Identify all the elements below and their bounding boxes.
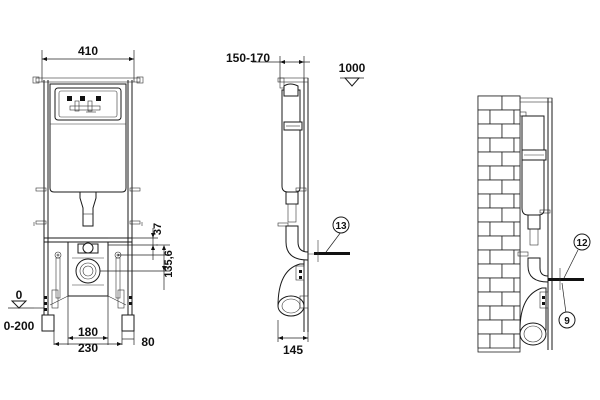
callout-9: 9 [564,316,570,327]
brick [513,221,521,237]
brick [477,179,503,195]
brick [489,333,515,349]
brick [501,291,521,307]
brick-wall [477,95,521,353]
brick [501,235,521,251]
brick [501,179,521,195]
brick [501,319,521,335]
brick [477,123,503,139]
brick [501,151,521,167]
brick [489,277,515,293]
brick [477,193,491,209]
brick [477,305,491,321]
callout-12: 12 [576,238,588,249]
dim-180: 180 [78,325,98,339]
dim-80: 80 [141,335,155,349]
level-0-200: 0-200 [4,319,35,333]
brick [477,333,491,349]
brick [489,249,515,265]
brick [477,235,503,251]
front-view: 410 [4,44,175,355]
brick [513,109,521,125]
brick [477,95,503,111]
dim-410: 410 [78,44,98,58]
brick [477,137,491,153]
dim-230: 230 [78,341,98,355]
brick [489,305,515,321]
brick [513,305,521,321]
brick [477,319,503,335]
brick [501,207,521,223]
brick [489,109,515,125]
brick [489,137,515,153]
brick [513,193,521,209]
brick [477,165,491,181]
brick [477,207,503,223]
brick [477,109,491,125]
dim-150-170: 150-170 [226,51,270,65]
brick [477,263,503,279]
brick [489,193,515,209]
brick [477,221,491,237]
brick [513,333,521,349]
brick [513,277,521,293]
brick [477,291,503,307]
wall-view: 12 9 [477,95,591,353]
side-view: 150-170 1000 13 [226,51,366,357]
callout-13: 13 [335,221,347,232]
brick [489,165,515,181]
brick [501,263,521,279]
dim-135-6: 135,6 [163,250,175,278]
dim-37: 37 [152,223,164,235]
brick [477,249,491,265]
brick [489,221,515,237]
brick [501,95,521,111]
level-1000: 1000 [339,61,366,75]
brick [513,137,521,153]
brick [477,151,503,167]
level-0: 0 [16,288,23,302]
dim-145: 145 [283,343,303,357]
brick [477,277,491,293]
brick [513,165,521,181]
brick [501,123,521,139]
